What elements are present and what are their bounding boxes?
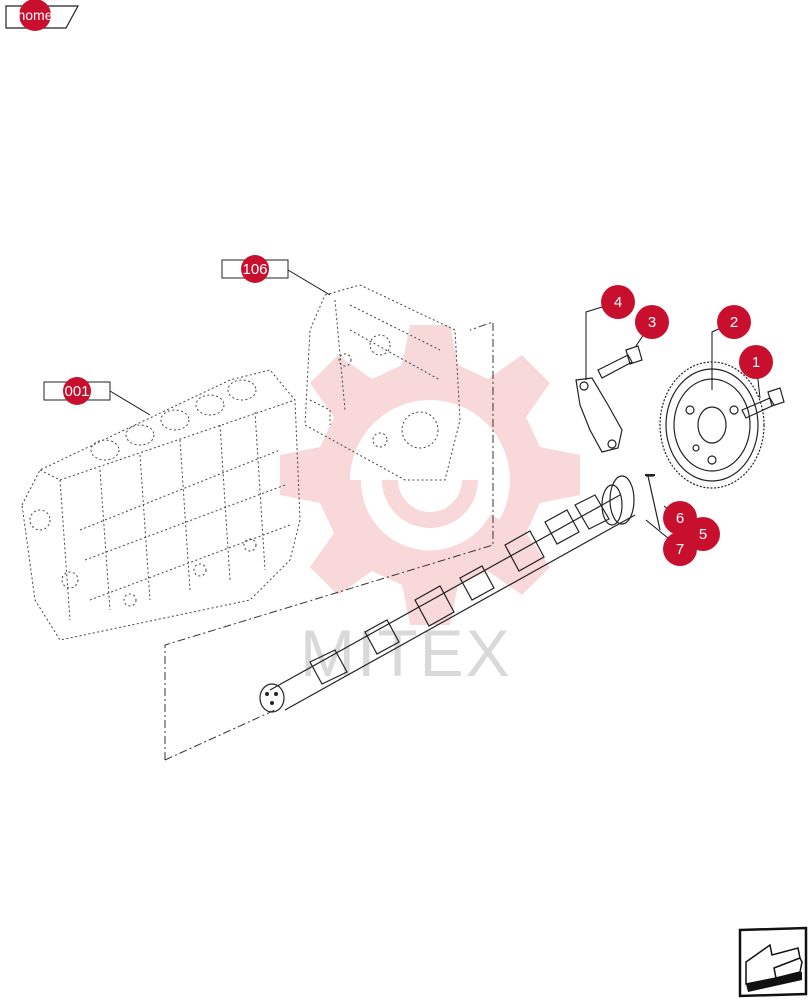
timing-cover [304,284,461,481]
callout-label: 6 [676,510,684,527]
callout-label: 3 [648,314,656,331]
home-button-label: home [17,7,52,23]
callout-6[interactable]: 6 [663,501,697,535]
callout-4[interactable]: 4 [601,285,635,319]
callout-label: 7 [676,541,684,558]
bolt-1 [741,387,785,419]
reference-tag-label: 001 [64,383,89,400]
home-button[interactable]: home [5,0,80,31]
callout-label: 5 [699,526,707,543]
bolt-3 [597,345,643,379]
callout-3[interactable]: 3 [635,305,669,339]
callout-7[interactable]: 7 [663,532,697,566]
callout-label: 1 [752,354,760,371]
callout-2[interactable]: 2 [717,305,751,339]
reference-tag-001[interactable]: 001 [43,377,111,405]
assembly-line [164,321,494,760]
reference-tag-label: 106 [242,261,267,278]
callout-label: 4 [614,294,622,311]
thrust-plate [575,377,623,453]
reference-tag-106[interactable]: 106 [221,255,289,283]
callout-label: 2 [730,314,738,331]
next-page-button[interactable] [738,926,808,998]
gear-logo-icon [280,325,580,625]
camshaft [259,475,636,713]
engine-block [21,369,301,641]
callout-1[interactable]: 1 [739,345,773,379]
